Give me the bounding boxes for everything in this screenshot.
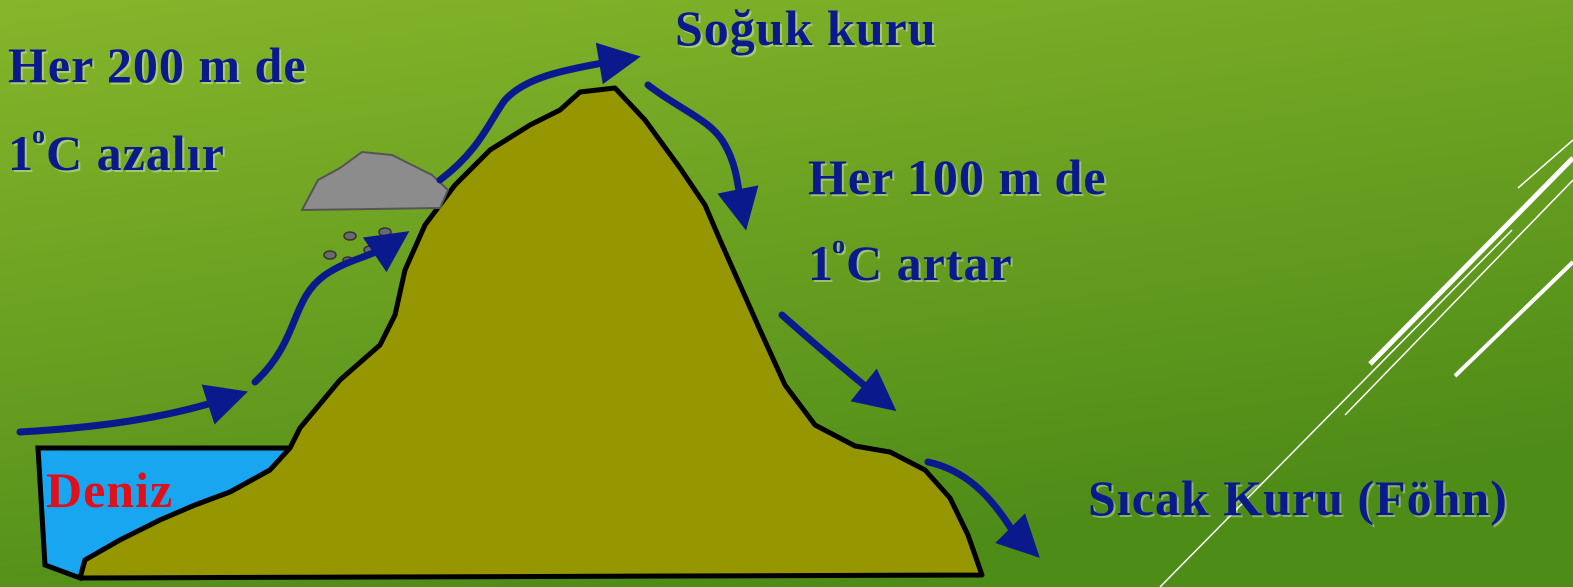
leeward-rate-line1: Her 100 m de [808,149,1107,205]
windward-rate-text: C azalır [46,125,225,181]
wind-arrow-summit-down [644,81,759,231]
wind-arrow-upper-slope [436,42,641,184]
wind-arrow-lee-slope [778,311,897,412]
degree-symbol: o [832,230,846,259]
leeward-rate-number: 1 [808,235,834,291]
degree-symbol: o [32,120,46,149]
wind-arrow-icon [16,42,1040,558]
mountain [77,85,985,581]
wind-arrow-sea [16,384,248,436]
foehn-label: Sıcak Kuru (Föhn) [1088,470,1508,526]
leeward-rate-text: C artar [846,235,1013,291]
decorative-lines [1159,139,1573,587]
wind-arrow-slope [251,231,410,386]
cloud-icon [300,150,450,212]
windward-rate-line1: Her 200 m de [8,37,307,93]
leeward-rate-line2: 1oC artar [808,232,1013,291]
windward-rate-line2: 1oC azalır [8,122,225,181]
wind-arrow-foehn [924,458,1040,558]
windward-rate-number: 1 [8,125,34,181]
summit-label: Soğuk kuru [675,0,937,56]
sea-label: Deniz [46,462,174,518]
